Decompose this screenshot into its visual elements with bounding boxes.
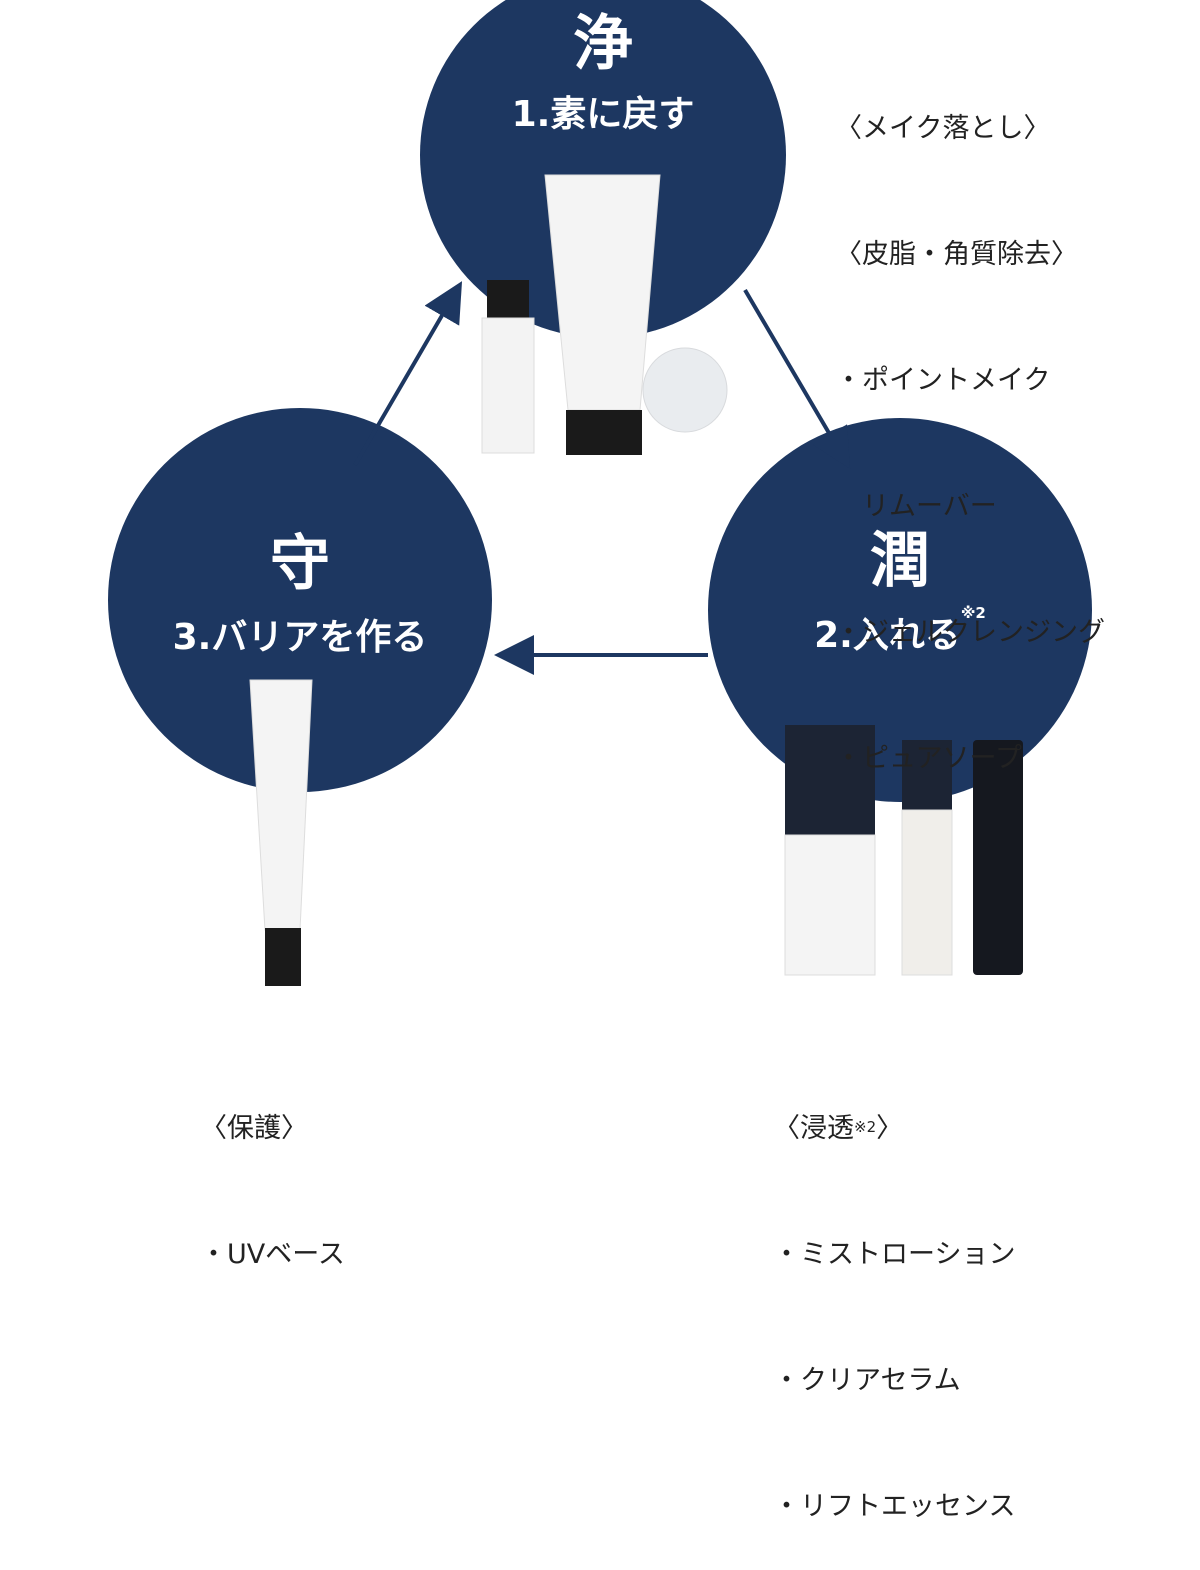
protect-kanji: 守 xyxy=(270,529,330,599)
circle-protect xyxy=(108,408,492,792)
category-note: ※2 xyxy=(854,1118,877,1136)
category-end: 〉 xyxy=(876,1113,904,1144)
circle-cleanse xyxy=(420,0,786,338)
list-item: ・ポイントメイク xyxy=(835,365,1051,396)
step-2-note: ※2 xyxy=(960,604,986,622)
list-item: ・クリアセラム xyxy=(773,1365,961,1396)
list-item: ・リフトエッセンス xyxy=(773,1491,1016,1522)
category-text: 〈浸透 xyxy=(773,1113,854,1144)
list-item: ・ピュアソープ xyxy=(835,743,1022,774)
step-3-label: 3.バリアを作る xyxy=(172,617,428,658)
list-item: 〈メイク落とし〉 xyxy=(835,113,1051,144)
list-item: 〈浸透※2〉 xyxy=(773,1108,1015,1150)
list-item: 〈皮脂・角質除去〉 xyxy=(835,239,1078,270)
uv-base-product-image xyxy=(249,679,313,986)
list-item: ・ジェルクレンジング xyxy=(835,617,1105,648)
cleansing-products-image xyxy=(481,174,728,455)
arrow-protect-to-cleanse xyxy=(353,281,463,467)
moisturize-products-image xyxy=(784,725,1023,976)
list-item: ・ミストローション xyxy=(773,1239,1016,1270)
circle-moisturize xyxy=(708,418,1092,802)
list-item: 〈保護〉 xyxy=(200,1113,308,1144)
moisturize-kanji: 潤 xyxy=(870,526,930,596)
list-item: リムーバー xyxy=(835,491,997,522)
arrow-cleanse-to-moisturize xyxy=(743,288,851,469)
list-item: ・UVベース xyxy=(200,1239,345,1270)
cycle-diagram xyxy=(108,0,1092,986)
step-2-label: 2.入れる※2 xyxy=(750,604,1050,658)
cleanse-items: 〈メイク落とし〉 〈皮脂・角質除去〉 ・ポイントメイク リムーバー ・ジェルクレ… xyxy=(835,24,1105,822)
cleanse-kanji: 浄 xyxy=(573,9,633,79)
step-2-text: 2.入れる xyxy=(814,615,961,656)
step-1-label: 1.素に戻す xyxy=(511,94,695,135)
protect-items: 〈保護〉 ・UVベース xyxy=(200,1024,345,1318)
moisturize-items: 〈浸透※2〉 ・ミストローション ・クリアセラム ・リフトエッセンス xyxy=(773,1024,1015,1570)
